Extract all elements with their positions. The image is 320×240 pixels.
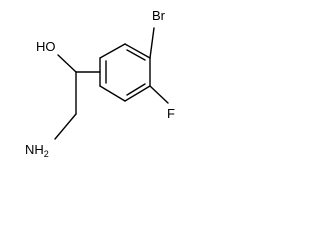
hydroxyl-bond: [57, 54, 77, 73]
bromine-label: Br: [152, 8, 166, 23]
ring-bond-top-left: [99, 43, 126, 59]
amine-subscript-label: 2: [44, 149, 49, 158]
chemical-structure: HO NH2 Br F: [25, 8, 175, 158]
ring-double-bond-top-right: [126, 49, 146, 61]
benzene-ring: [99, 43, 151, 102]
ring-double-bond-bottom-right: [126, 83, 146, 96]
ring-bond-bottom-left: [99, 85, 126, 102]
ring-bond-top-right: [124, 43, 151, 59]
fluorine-label: F: [167, 106, 175, 121]
hydroxyl-label: HO: [36, 39, 56, 54]
bromine-bond: [149, 27, 155, 59]
amine-main-label: NH: [25, 142, 44, 157]
amine-label: NH2: [25, 142, 49, 158]
substituent-bonds: [54, 27, 169, 140]
fluorine-bond: [149, 85, 169, 104]
ring-bond-bottom-right: [124, 85, 151, 102]
amine-bond: [54, 113, 77, 140]
atom-labels: HO NH2 Br F: [25, 8, 175, 158]
